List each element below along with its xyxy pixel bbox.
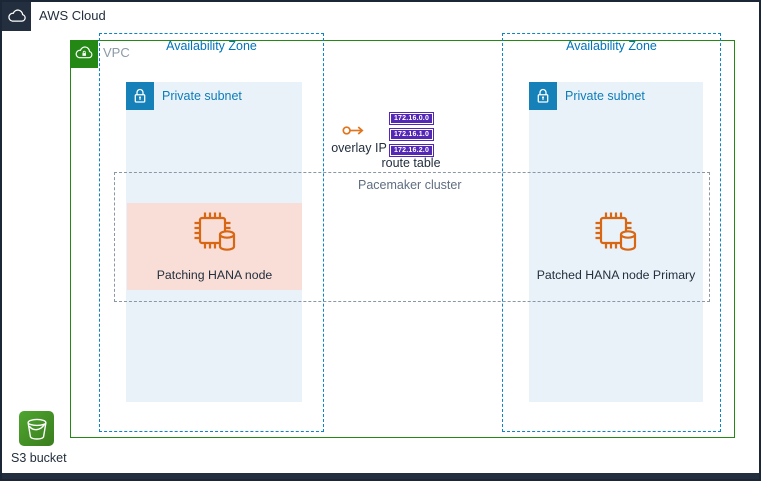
hana-node-icon — [593, 210, 639, 257]
vpc-boundary — [70, 40, 735, 438]
route-table-entry: 172.16.2.0 — [389, 144, 434, 157]
s3-bucket-label: S3 bucket — [11, 451, 67, 465]
private-subnet-left-label: Private subnet — [162, 89, 242, 103]
private-subnet-right-label: Private subnet — [565, 89, 645, 103]
hana-node-icon — [192, 210, 238, 257]
patched-hana-node-primary: Patched HANA node Primary — [529, 203, 703, 290]
patched-hana-node-primary-label: Patched HANA node Primary — [536, 268, 696, 282]
availability-zone-right: Availability Zone — [502, 33, 721, 432]
vpc-icon — [70, 40, 98, 68]
route-table-entry: 172.16.1.0 — [389, 128, 434, 141]
bottom-frame-bar — [2, 473, 759, 479]
pacemaker-cluster-label: Pacemaker cluster — [358, 178, 462, 192]
aws-cloud-label: AWS Cloud — [39, 8, 106, 23]
s3-bucket-icon — [19, 411, 54, 446]
private-subnet-icon — [529, 82, 557, 110]
overlay-ip-label: overlay IP — [331, 141, 387, 155]
availability-zone-left-label: Availability Zone — [166, 39, 257, 53]
availability-zone-right-label: Availability Zone — [566, 39, 657, 53]
route-table-entry: 172.16.0.0 — [389, 112, 434, 125]
vpc-label: VPC — [103, 45, 130, 60]
private-subnet-icon — [126, 82, 154, 110]
patching-hana-node-label: Patching HANA node — [156, 268, 273, 282]
availability-zone-left: Availability Zone — [99, 33, 324, 432]
overlay-ip-icon — [342, 123, 368, 138]
aws-cloud-icon — [2, 2, 31, 31]
route-table-label: route table — [381, 156, 441, 170]
pacemaker-cluster-boundary — [114, 172, 710, 302]
route-table: 172.16.0.0 172.16.1.0 172.16.2.0 — [389, 112, 434, 157]
patching-hana-node: Patching HANA node — [127, 203, 302, 290]
